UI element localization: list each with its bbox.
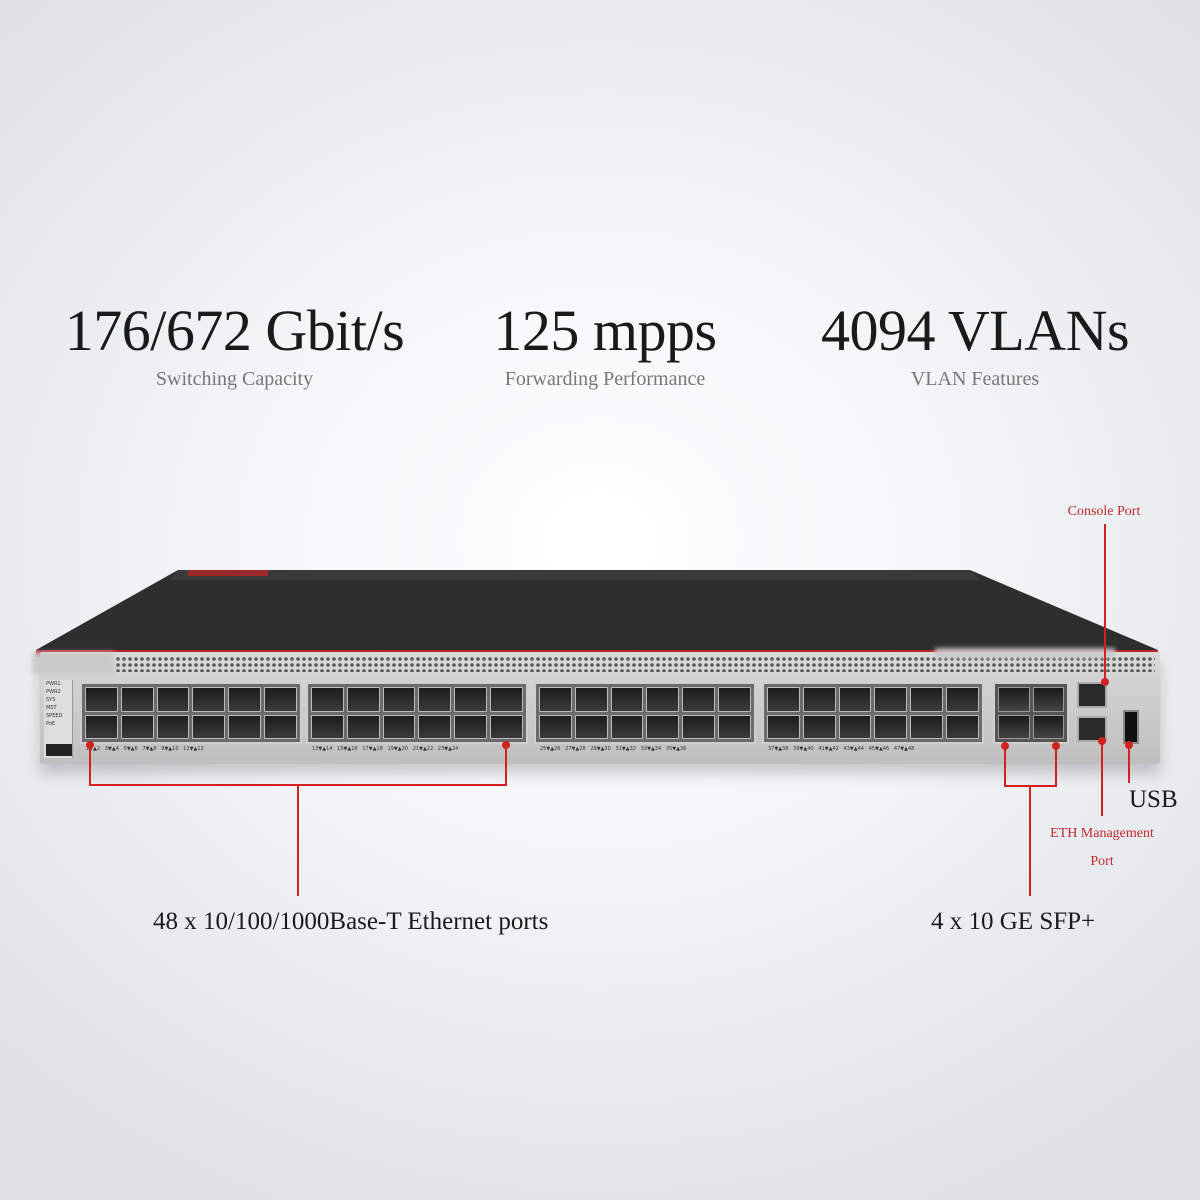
model-badge: [46, 744, 72, 756]
rj45-port: [85, 714, 118, 739]
rj45-port: [382, 714, 416, 739]
usb-label: USB: [1129, 786, 1178, 813]
vent-grille: [115, 656, 1155, 672]
sfp-port: [998, 687, 1030, 712]
rj45-port: [838, 687, 872, 712]
rj45-port: [490, 687, 523, 712]
rj45-port: [682, 687, 716, 712]
rj45-port: [767, 714, 800, 739]
rj45-port: [490, 714, 523, 739]
eth-label-line1: ETH Management: [1050, 826, 1154, 841]
rj45-port: [682, 714, 716, 739]
rj45-port: [454, 687, 488, 712]
sfp-port: [998, 714, 1030, 739]
callout-line: [1004, 746, 1006, 786]
rj45-port: [910, 687, 944, 712]
rj45-port: [574, 687, 608, 712]
rj45-port: [910, 714, 944, 739]
callout-line: [89, 745, 91, 785]
rj45-port: [574, 714, 608, 739]
sfp-port: [1032, 687, 1064, 712]
port-numbers: 37▼▲38 39▼▲40 41▼▲42 43▼▲44 45▼▲46 47▼▲4…: [768, 746, 915, 752]
rj45-port: [85, 687, 118, 712]
rj45-port: [156, 714, 190, 739]
spec-label: Forwarding Performance: [504, 368, 706, 390]
rj45-port: [156, 687, 190, 712]
rj45-port: [346, 687, 380, 712]
port-numbers: 25▼▲26 27▼▲28 29▼▲30 31▼▲32 33▼▲34 35▼▲3…: [540, 746, 687, 752]
rj45-port: [228, 714, 262, 739]
rj45-port: [418, 687, 452, 712]
port-block-3: [534, 682, 756, 744]
rj45-port: [718, 687, 751, 712]
sfp-cage: [993, 682, 1069, 744]
rj45-port: [454, 714, 488, 739]
spec-forwarding-performance: 125 mpps Forwarding Performance: [470, 298, 740, 391]
sfp-label: 4 x 10 GE SFP+: [931, 908, 1096, 935]
rj45-port: [120, 714, 154, 739]
callout-line: [1029, 785, 1031, 896]
usb-port: [1123, 710, 1139, 744]
spec-value: 176/672 Gbit/s: [64, 298, 405, 363]
port-block-1: [80, 682, 302, 744]
callout-line: [297, 784, 299, 896]
rj45-port: [192, 687, 226, 712]
eth-management-label: ETH Management Port: [1030, 820, 1174, 876]
rj45-port: [646, 714, 680, 739]
rj45-port: [264, 687, 297, 712]
rj45-port: [946, 687, 979, 712]
rj45-port: [802, 714, 836, 739]
spec-value: 4094 VLANs: [820, 298, 1130, 363]
rj45-port: [874, 714, 908, 739]
rj45-port: [264, 714, 297, 739]
ethernet-ports-label: 48 x 10/100/1000Base-T Ethernet ports: [153, 908, 549, 935]
rj45-port: [646, 687, 680, 712]
port-block-4: [762, 682, 984, 744]
blurred-logo: [32, 652, 114, 674]
rj45-port: [228, 687, 262, 712]
spec-label: VLAN Features: [910, 368, 1040, 390]
rj45-port: [874, 687, 908, 712]
rj45-port: [838, 714, 872, 739]
rj45-port: [311, 714, 344, 739]
callout-dot: [1101, 678, 1109, 686]
rj45-port: [767, 687, 800, 712]
callout-line: [1101, 741, 1103, 816]
port-numbers: 13▼▲14 15▼▲16 17▼▲18 19▼▲20 21▼▲22 23▼▲2…: [312, 746, 459, 752]
rj45-port: [718, 714, 751, 739]
rj45-port: [610, 687, 644, 712]
rj45-port: [418, 714, 452, 739]
spec-vlan-features: 4094 VLANs VLAN Features: [800, 298, 1150, 391]
rj45-port: [610, 714, 644, 739]
rj45-port: [539, 714, 572, 739]
blurred-model: [935, 648, 1115, 658]
callout-line: [1055, 746, 1057, 786]
callout-line: [1128, 745, 1130, 783]
rj45-port: [802, 687, 836, 712]
rj45-port: [539, 687, 572, 712]
rj45-port: [311, 687, 344, 712]
port-block-2: [306, 682, 528, 744]
port-numbers: 1▼▲2 3▼▲4 5▼▲6 7▼▲8 9▼▲10 11▼▲12: [86, 746, 204, 752]
rj45-port: [120, 687, 154, 712]
spec-switching-capacity: 176/672 Gbit/s Switching Capacity: [62, 298, 407, 391]
rj45-port: [346, 714, 380, 739]
sfp-port: [1032, 714, 1064, 739]
callout-line: [505, 745, 507, 785]
console-port: [1077, 682, 1107, 708]
rj45-port: [946, 714, 979, 739]
spec-value: 125 mpps: [493, 298, 717, 363]
rj45-port: [382, 687, 416, 712]
eth-label-line2: Port: [1090, 854, 1114, 869]
spec-label: Switching Capacity: [155, 368, 314, 390]
console-port-label: Console Port: [1067, 504, 1141, 519]
rj45-port: [192, 714, 226, 739]
callout-line: [1104, 524, 1106, 682]
